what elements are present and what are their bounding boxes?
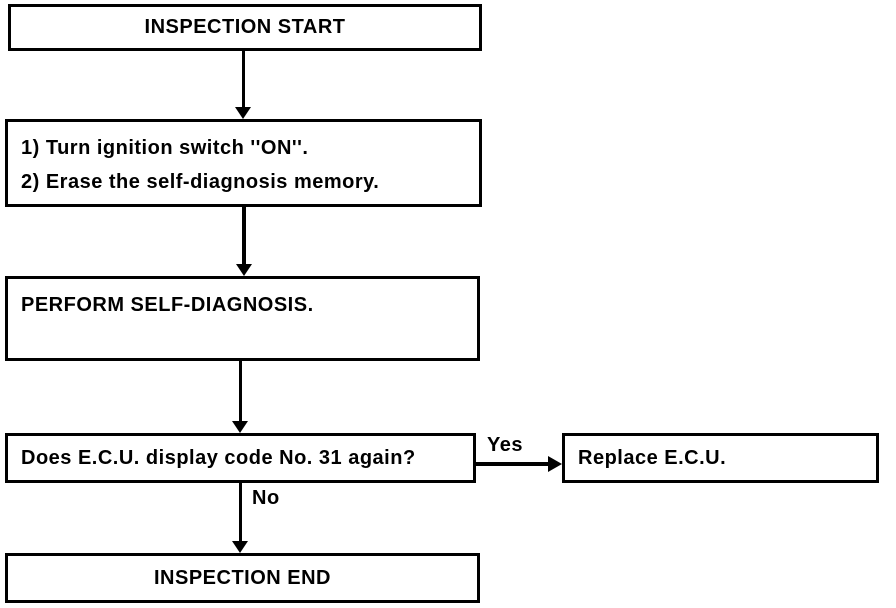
- arrow-yes-shaft: [476, 462, 550, 466]
- node-step-instructions: 1) Turn ignition switch ''ON''. 2) Erase…: [5, 119, 482, 207]
- arrow-no-head-icon: [232, 541, 248, 553]
- node-inspection-start: INSPECTION START: [8, 4, 482, 51]
- arrow-start-to-step-head-icon: [235, 107, 251, 119]
- step-line-2: 2) Erase the self-diagnosis memory.: [21, 171, 380, 193]
- node-inspection-end: INSPECTION END: [5, 553, 480, 603]
- arrow-perform-to-decision-shaft: [239, 361, 242, 421]
- node-perform-label: PERFORM SELF-DIAGNOSIS.: [21, 294, 314, 316]
- arrow-no-shaft: [239, 483, 242, 541]
- node-decision-label: Does E.C.U. display code No. 31 again?: [21, 446, 416, 469]
- arrow-yes-head-icon: [548, 456, 562, 472]
- edge-label-no: No: [252, 487, 280, 509]
- node-replace-ecu: Replace E.C.U.: [562, 433, 879, 483]
- arrow-step-to-perform-shaft: [242, 207, 246, 265]
- arrow-step-to-perform-head-icon: [236, 264, 252, 276]
- edge-label-yes: Yes: [487, 434, 523, 456]
- arrow-perform-to-decision-head-icon: [232, 421, 248, 433]
- node-inspection-end-label: INSPECTION END: [153, 566, 332, 589]
- node-inspection-start-label: INSPECTION START: [144, 16, 346, 38]
- step-line-1: 1) Turn ignition switch ''ON''.: [21, 137, 309, 159]
- arrow-start-to-step-shaft: [242, 51, 245, 108]
- node-perform-self-diagnosis: PERFORM SELF-DIAGNOSIS.: [5, 276, 480, 361]
- node-replace-ecu-label: Replace E.C.U.: [578, 446, 727, 469]
- node-decision-code-31: Does E.C.U. display code No. 31 again?: [5, 433, 476, 483]
